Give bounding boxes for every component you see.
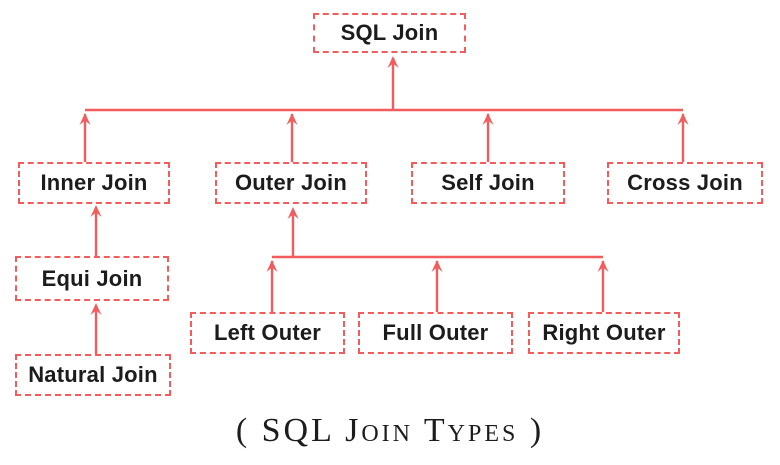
arrow-up-icon [90, 205, 102, 217]
node-cross-join: Cross Join [607, 162, 763, 204]
arrow-up-icon [387, 56, 399, 68]
node-label-right-outer: Right Outer [542, 320, 666, 345]
arrow-up-icon [431, 260, 443, 272]
arrow-up-icon [79, 113, 91, 125]
node-left-outer: Left Outer [190, 312, 345, 354]
node-self-join: Self Join [411, 162, 565, 204]
node-label-sql-join: SQL Join [340, 20, 439, 45]
node-label-full-outer: Full Outer [382, 320, 489, 345]
arrow-up-icon [286, 113, 298, 125]
arrow-up-icon [287, 207, 299, 219]
node-label-natural-join: Natural Join [28, 362, 158, 387]
node-inner-join: Inner Join [18, 162, 170, 204]
node-full-outer: Full Outer [358, 312, 513, 354]
node-natural-join: Natural Join [15, 354, 171, 396]
arrow-up-icon [677, 113, 689, 125]
node-label-inner-join: Inner Join [40, 170, 148, 195]
diagram-caption: ( SQL Join Types ) [235, 412, 545, 449]
connectors [79, 56, 689, 354]
node-label-outer-join: Outer Join [234, 170, 347, 195]
arrow-up-icon [266, 260, 278, 272]
node-sql-join: SQL Join [313, 13, 466, 53]
arrow-up-icon [482, 113, 494, 125]
node-outer-join: Outer Join [215, 162, 367, 204]
node-equi-join: Equi Join [15, 256, 169, 301]
node-label-cross-join: Cross Join [627, 170, 743, 195]
node-right-outer: Right Outer [528, 312, 680, 354]
arrow-up-icon [90, 303, 102, 315]
node-label-left-outer: Left Outer [213, 320, 322, 345]
arrow-up-icon [597, 260, 609, 272]
node-label-equi-join: Equi Join [41, 265, 143, 291]
node-label-self-join: Self Join [441, 170, 535, 195]
